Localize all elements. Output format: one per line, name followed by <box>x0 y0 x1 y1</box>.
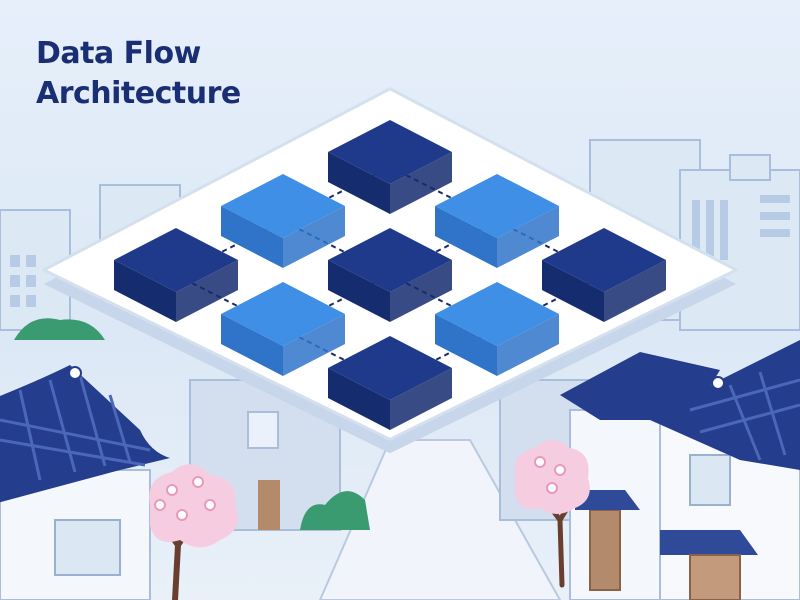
node-top-face <box>542 228 666 292</box>
right-roof-ornament <box>711 376 725 390</box>
right-houses <box>560 340 800 600</box>
node-right <box>542 228 666 322</box>
right-house-front-window <box>689 454 731 506</box>
distant-door <box>258 480 280 530</box>
node-top-face <box>221 282 345 346</box>
node-top-face <box>435 282 559 346</box>
page-title: Data Flow Architecture <box>36 34 241 114</box>
right-house-front-door <box>689 554 741 600</box>
right-house-roof-tiles <box>689 371 800 461</box>
node-top-face <box>114 228 238 292</box>
node-right-face <box>283 314 345 376</box>
node-left-face <box>435 206 497 268</box>
blossom-flower <box>546 482 558 494</box>
rooftop-unit <box>729 154 771 181</box>
blossom-flower <box>534 456 546 468</box>
left-roof-ornament <box>68 366 82 380</box>
node-top-face <box>328 120 452 184</box>
node-left <box>114 228 238 322</box>
node-center <box>328 228 452 322</box>
blossom-flower <box>192 476 204 488</box>
node-right-face <box>604 260 666 322</box>
road <box>318 439 562 600</box>
left-house-window <box>54 519 121 576</box>
distant-window <box>247 411 279 449</box>
left-house-roof-tiles <box>0 374 151 481</box>
node-top <box>328 120 452 214</box>
node-right-face <box>390 368 452 430</box>
node-right-face <box>390 260 452 322</box>
title-line-1: Data Flow <box>36 36 201 71</box>
node-left-face <box>328 368 390 430</box>
node-right-face <box>497 206 559 268</box>
node-top-face <box>435 174 559 238</box>
title-line-2: Architecture <box>36 76 241 111</box>
node-right-face <box>390 152 452 214</box>
node-top-face <box>328 228 452 292</box>
blossom-flower <box>166 484 178 496</box>
node-left-face <box>221 206 283 268</box>
node-right-face <box>497 314 559 376</box>
right-house-front-awning <box>660 530 758 555</box>
blossom-flower <box>176 509 188 521</box>
left-house-roof <box>0 365 170 503</box>
node-upper-right <box>435 174 559 268</box>
node-left-face <box>114 260 176 322</box>
node-right-face <box>283 206 345 268</box>
node-left-face <box>435 314 497 376</box>
right-house-front-roof <box>650 340 800 470</box>
node-right-face <box>176 260 238 322</box>
left-shrub <box>14 318 105 340</box>
node-bottom <box>328 336 452 430</box>
cherry-tree-right <box>514 440 590 588</box>
tree-blossom-right <box>514 440 590 514</box>
blossom-flower <box>154 499 166 511</box>
node-lower-right <box>435 282 559 376</box>
node-top-face <box>221 174 345 238</box>
node-left-face <box>328 260 390 322</box>
right-house-back-door <box>589 509 621 591</box>
node-top-face <box>328 336 452 400</box>
node-left-face <box>542 260 604 322</box>
node-left-face <box>328 152 390 214</box>
blossom-flower <box>204 499 216 511</box>
blossom-flower <box>554 464 566 476</box>
left-house <box>0 365 170 600</box>
node-left-face <box>221 314 283 376</box>
right-house-awning <box>575 490 640 510</box>
node-upper-left <box>221 174 345 268</box>
node-lower-left <box>221 282 345 376</box>
building-windows <box>10 195 790 307</box>
street-shrub <box>300 491 370 530</box>
nodes-layer <box>114 120 666 430</box>
